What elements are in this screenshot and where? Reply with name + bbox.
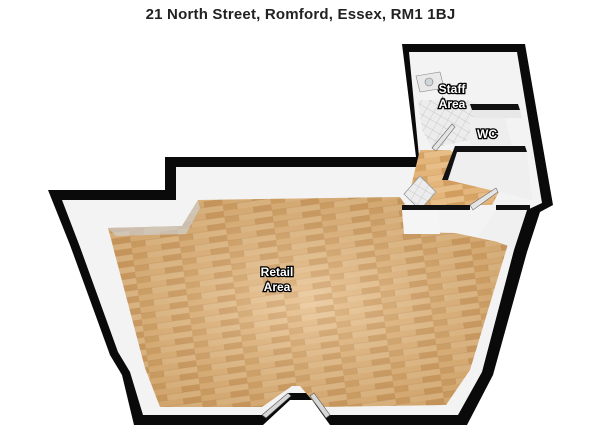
page-title: 21 North Street, Romford, Essex, RM1 1BJ [145, 6, 456, 23]
svg-text:Area: Area [264, 280, 291, 294]
partition-hall [402, 205, 470, 210]
sink-icon [424, 77, 434, 87]
partition-wc-lower [455, 146, 527, 152]
svg-text:WC: WC [477, 127, 497, 141]
svg-text:Retail: Retail [261, 265, 294, 279]
svg-text:Staff: Staff [439, 82, 467, 96]
front-door-right [309, 392, 331, 419]
partition-staff-wc [470, 104, 520, 110]
hall-door [469, 187, 499, 211]
room-label-staff: Staff Area [437, 81, 467, 113]
front-door-left [261, 392, 292, 419]
svg-text:Area: Area [439, 97, 466, 111]
room-label-wc: WC [476, 126, 499, 143]
room-label-retail: Retail Area [259, 264, 294, 296]
tiled-floor [403, 175, 437, 211]
staff-door [431, 123, 456, 152]
wc-floor [470, 118, 512, 145]
